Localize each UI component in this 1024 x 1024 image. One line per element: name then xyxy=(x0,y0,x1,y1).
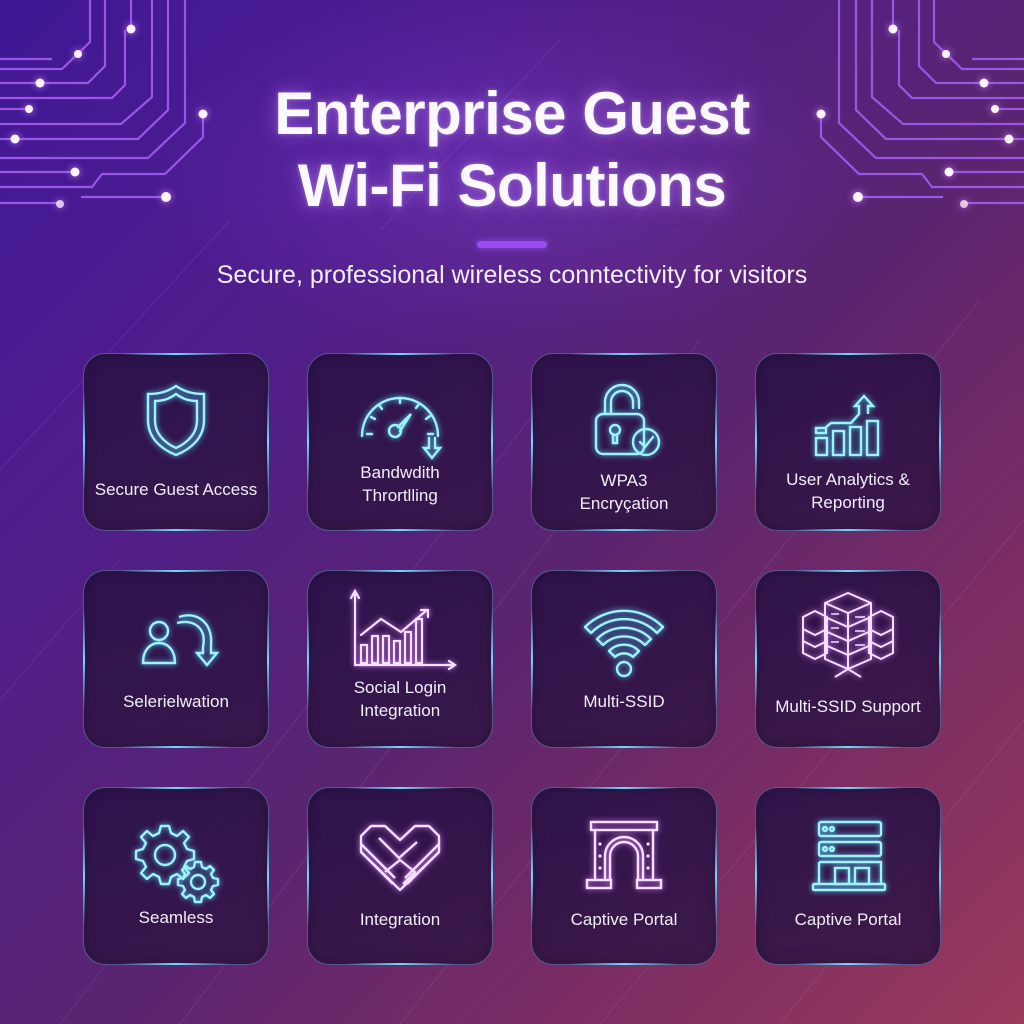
circuit-decoration-left xyxy=(0,0,208,208)
title-line-2: Wi-Fi Solutions xyxy=(297,152,727,219)
shield-icon xyxy=(121,376,231,466)
feature-label: Secure Guest Access xyxy=(94,480,258,499)
feature-card-captive-portal-archway[interactable]: Captive Portal xyxy=(531,787,717,965)
heart-handshake-icon xyxy=(345,810,455,900)
feature-label: Captive Portal xyxy=(794,910,902,929)
feature-label: Multi-SSID xyxy=(583,692,665,711)
page-header: Enterprise Guest Wi-Fi Solutions xyxy=(0,78,1024,222)
feature-card-captive-portal-storefront[interactable]: Captive Portal xyxy=(755,787,941,965)
server-stack-icon xyxy=(793,587,903,678)
feature-label: Integration xyxy=(359,910,441,929)
title-line-1: Enterprise Guest xyxy=(274,80,750,147)
user-redirect-icon xyxy=(121,593,231,683)
storefront-server-icon xyxy=(793,810,903,900)
gears-icon xyxy=(121,810,231,904)
line-bar-chart-icon xyxy=(345,583,457,673)
page-title: Enterprise Guest Wi-Fi Solutions xyxy=(0,78,1024,222)
feature-label: Captive Portal xyxy=(570,910,678,929)
speedometer-throttle-icon xyxy=(345,376,455,466)
title-divider xyxy=(477,241,547,248)
feature-card-seamless[interactable]: Seamless xyxy=(83,787,269,965)
archway-portal-icon xyxy=(569,810,679,900)
page-subtitle: Secure, professional wireless conntectiv… xyxy=(216,261,808,289)
feature-label: Selerielwation xyxy=(123,692,229,711)
feature-card-user-analytics[interactable]: User Analytics &Reporting xyxy=(755,353,941,531)
padlock-check-icon xyxy=(569,376,679,466)
circuit-decoration-right xyxy=(816,0,1024,208)
feature-card-integration[interactable]: Integration xyxy=(307,787,493,965)
feature-label: User Analytics &Reporting xyxy=(786,470,910,512)
feature-label: Multi-SSID Support xyxy=(775,697,921,716)
feature-card-multi-ssid[interactable]: Multi-SSID xyxy=(531,570,717,748)
analytics-growth-icon xyxy=(793,376,903,466)
feature-card-selerielwation[interactable]: Selerielwation xyxy=(83,570,269,748)
feature-card-multi-ssid-support[interactable]: Multi-SSID Support xyxy=(755,570,941,748)
wifi-icon xyxy=(569,593,679,683)
feature-card-secure-guest-access[interactable]: Secure Guest Access xyxy=(83,353,269,531)
feature-label: Seamless xyxy=(138,908,214,927)
